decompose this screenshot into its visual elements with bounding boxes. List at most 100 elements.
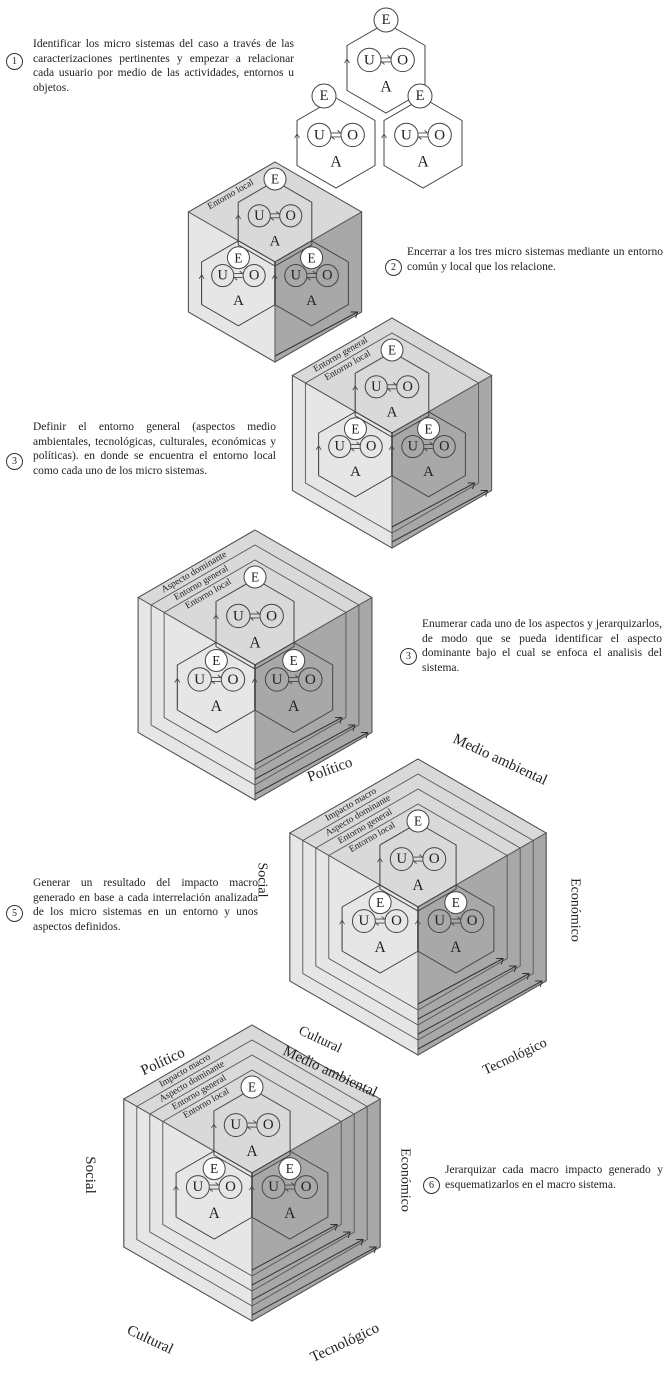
environment-circle [300, 246, 324, 270]
edge-arrow [235, 214, 242, 243]
user-circle [187, 667, 212, 692]
relation-arrow [269, 211, 281, 221]
step-1-text: Identificar los micro sistemas del caso … [33, 38, 294, 94]
relation-arrow [349, 441, 361, 452]
user-letter: U [434, 913, 445, 929]
relation-arrow [330, 130, 342, 140]
edge-arrow [248, 1185, 255, 1215]
edge-arrow [377, 857, 383, 887]
aspect-environmental-5: Medio ambiental [450, 731, 549, 789]
relation-arrow [386, 382, 398, 392]
activity-letter: A [350, 464, 361, 480]
layer-arrow [254, 724, 356, 780]
edge-arrow [271, 273, 278, 303]
step-6-text: Jerarquizar cada macro impacto generado … [445, 1164, 663, 1191]
user-letter: U [314, 126, 325, 143]
environment-letter: E [452, 895, 460, 910]
user-letter: U [230, 1117, 241, 1133]
user-letter: U [408, 439, 419, 455]
micro-hexagon [391, 411, 466, 498]
object-circle [396, 375, 420, 399]
object-letter: O [286, 208, 296, 224]
object-letter: O [249, 268, 259, 284]
edge-arrow [414, 919, 421, 949]
layer-arrow [251, 1224, 338, 1271]
environment-letter: E [251, 570, 259, 585]
layer-outline [150, 544, 360, 786]
object-letter: O [391, 913, 402, 929]
aspect-social-5: Social [255, 863, 270, 898]
edge-arrow [174, 677, 181, 708]
object-circle [279, 204, 303, 228]
activity-letter: A [450, 939, 461, 956]
object-circle [242, 264, 266, 288]
user-circle [284, 264, 308, 288]
environment-letter: E [210, 1161, 218, 1176]
micro-hexagon [251, 1150, 329, 1240]
activity-letter: A [375, 939, 386, 956]
activity-letter: A [412, 877, 423, 894]
user-circle [364, 375, 388, 399]
aspect-technological-5: Tecnológico [481, 1036, 550, 1079]
step-6: 6 Jerarquizar cada macro impacto generad… [423, 1163, 663, 1194]
edge-arrow [344, 58, 350, 89]
environment-letter: E [290, 653, 298, 668]
object-circle [422, 847, 447, 872]
edge-arrow [339, 919, 345, 949]
object-circle [390, 47, 415, 73]
layer-arrow [417, 973, 530, 1035]
object-letter: O [266, 607, 277, 624]
edge-arrow [381, 133, 387, 164]
step-5-number: 5 [6, 905, 23, 922]
environment-circle [226, 246, 250, 270]
user-circle [264, 667, 290, 692]
environment-circle [368, 891, 392, 915]
object-circle [359, 435, 383, 459]
user-circle [328, 435, 352, 459]
environment-letter: E [248, 1080, 256, 1095]
user-letter: U [193, 1179, 204, 1195]
activity-letter: A [380, 78, 392, 95]
edge-arrow [211, 1123, 217, 1153]
object-letter: O [227, 671, 238, 688]
user-letter: U [371, 379, 382, 395]
user-letter: U [359, 913, 370, 929]
user-letter: U [291, 268, 302, 284]
layer-outline [163, 559, 347, 771]
relation-arrow [306, 270, 318, 281]
aspect-economic-6: Económico [398, 1148, 413, 1212]
environment-circle [278, 1157, 302, 1181]
micro-hexagon [274, 240, 349, 327]
layer-outline [137, 529, 373, 801]
layer-outline [149, 1054, 355, 1292]
relation-arrow [423, 441, 435, 452]
relation-arrow [450, 916, 462, 926]
layer-arrow [251, 1239, 364, 1301]
user-circle [357, 47, 382, 73]
relation-arrow [284, 1182, 296, 1192]
step-2-text: Encerrar a los tres micro sistemas media… [407, 246, 663, 273]
edge-arrow [251, 677, 258, 708]
user-letter: U [335, 439, 346, 455]
environment-letter: E [416, 88, 425, 104]
environment-circle [406, 809, 430, 833]
layer-outline [289, 758, 547, 1056]
object-circle [315, 264, 339, 288]
layer-arrow [417, 965, 517, 1020]
activity-letter: A [306, 293, 317, 309]
step-1: 1 Identificar los micro sistemas del cas… [6, 37, 294, 95]
user-circle [389, 847, 414, 872]
user-circle [307, 122, 332, 148]
aspect-economic-5: Económico [568, 878, 583, 942]
environment-letter: E [388, 343, 396, 358]
relation-arrow [412, 854, 424, 864]
relation-arrow [374, 916, 386, 926]
edge-arrow [213, 614, 219, 645]
step-5: 5 Generar un resultado del impacto macro… [6, 876, 258, 934]
